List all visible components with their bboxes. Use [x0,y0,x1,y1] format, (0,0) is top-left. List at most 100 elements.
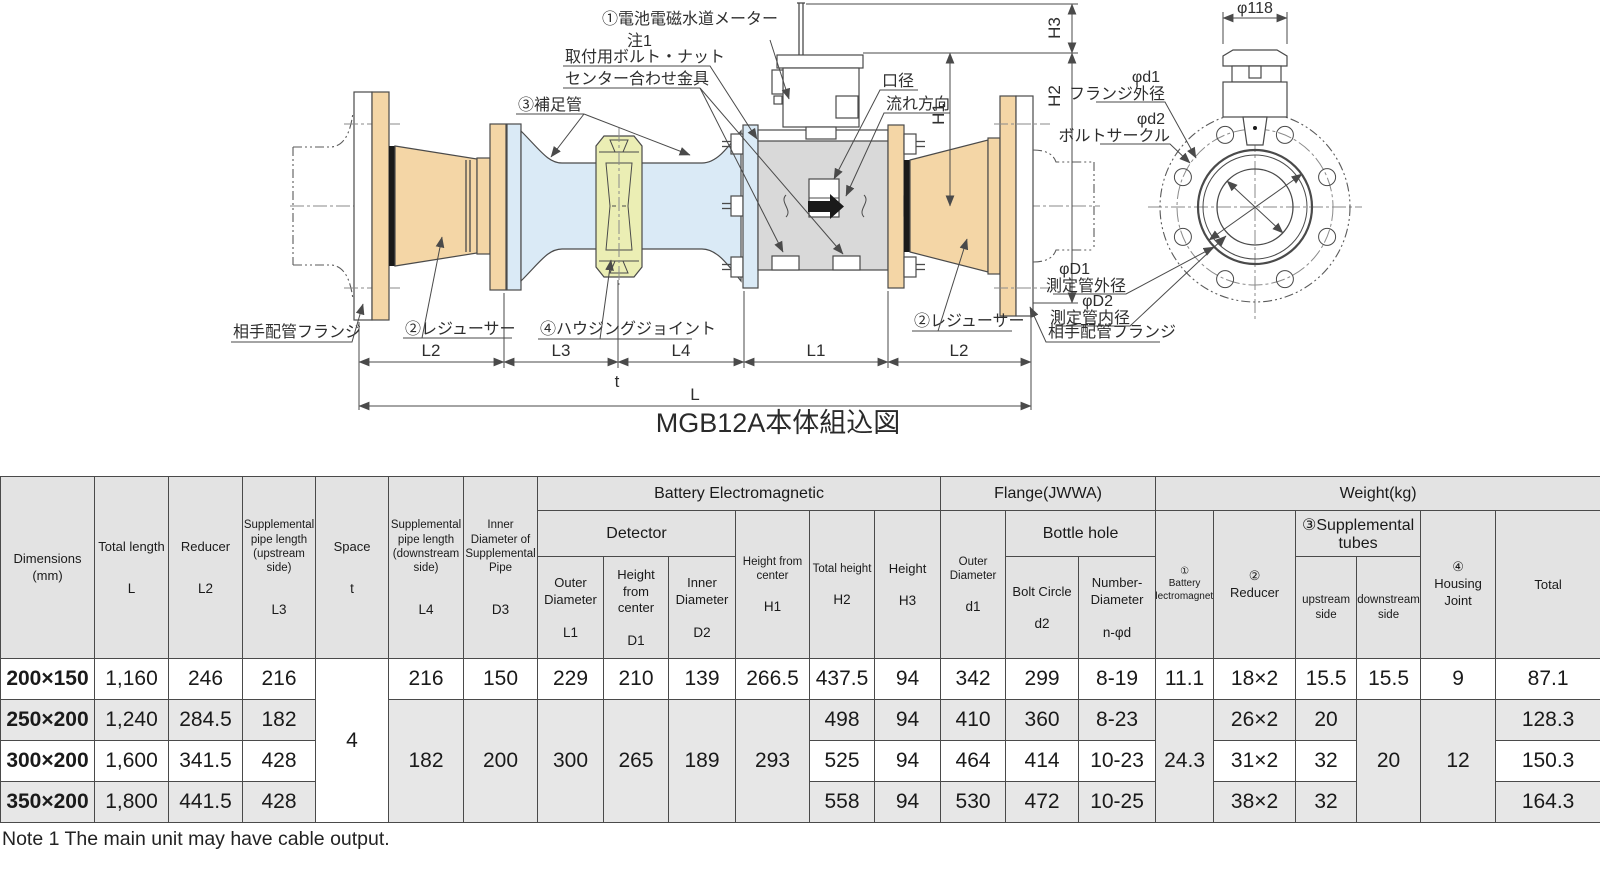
table-cell: 498 [809,699,875,741]
end-view: φ118 φd1 フランジ外径 φd2 ボルトサークル φD1 測定管外径 φD… [1046,0,1362,327]
drawing-title: MGB12A本体組込図 [656,408,901,438]
table-cell: 1,160 [94,658,169,700]
mating-pipe-right [994,95,1095,317]
col-header-suppl-down: Supplemental pipe length (downstream sid… [388,476,464,659]
table-cell: 216 [388,658,464,700]
table-cell: 341.5 [168,740,243,782]
label-phi-D2: φD2 [1082,293,1113,310]
table-cell: 414 [1005,740,1080,782]
table-row: 300×200 1,600 341.5 428 525 94 464 414 1… [0,740,1600,782]
group-header-bottle-hole: Bottle hole [1005,510,1157,557]
col-header-dimensions: Dimensions(mm) [0,476,95,659]
table-cell: 32 [1295,740,1358,782]
table-cell: 1,800 [94,781,169,823]
footnote: Note 1 The main unit may have cable outp… [2,828,390,850]
table-cell: 9 [1420,658,1497,700]
table-cell: 410 [940,699,1007,741]
callout-reducer-left: ②レジューサー [405,320,516,338]
table-row: 350×200 1,800 441.5 428 558 94 530 472 1… [0,781,1600,823]
col-header-suppl-up: Supplemental pipe length (upstream side)… [242,476,316,659]
table-cell: 11.1 [1155,658,1215,700]
callout-mating-flange-right: 相手配管フランジ [1048,323,1176,341]
group-header-suppl-tubes: ③Supplemental tubes [1295,510,1422,557]
table-cell: 441.5 [168,781,243,823]
dim-H1: H1 [929,103,948,125]
table-cell: 428 [242,740,316,782]
table-cell: 150 [463,658,538,700]
table-cell: 94 [873,781,942,823]
table-cell: 558 [809,781,875,823]
table-cell: 360 [1005,699,1080,741]
table-cell-merged-L1: 300 [537,699,604,823]
table-cell: 229 [537,658,604,700]
col-header-upstream: upstream side [1295,556,1358,659]
converter [771,2,864,140]
table-cell: 164.3 [1495,781,1600,823]
dim-H3: H3 [1045,17,1064,39]
dim-H2: H2 [1045,85,1064,107]
group-header-battery-em: Battery Electromagnetic [536,476,942,511]
height-dimensions: H3 H2 H1 [806,3,1078,304]
flow-arrow [808,194,844,219]
table-cell: 266.5 [735,658,810,700]
table-cell-merged-down: 20 [1356,699,1422,823]
table-cell-merged-D2: 189 [668,699,736,823]
reducer-left [371,91,507,321]
table-cell: 15.5 [1295,658,1358,700]
table-cell: 128.3 [1495,699,1600,741]
callout-reducer-right: ②レジューサー [914,312,1025,330]
table-cell: 94 [873,699,942,741]
table-cell: 10-25 [1078,781,1157,823]
center-fitting-left [771,255,800,271]
table-cell-merged-w1: 24.3 [1155,699,1215,823]
table-cell: 87.1 [1495,658,1600,700]
table-cell: 38×2 [1213,781,1297,823]
table-cell: 250×200 [0,699,95,741]
table-cell: 20 [1295,699,1358,741]
reducer-right [904,95,1017,317]
callout-meter-note: 注1 [627,32,652,50]
callout-mating-flange-left: 相手配管フランジ [233,323,361,341]
table-cell: 216 [242,658,316,700]
table-cell: 464 [940,740,1007,782]
callouts: ①電池電磁水道メーター 注1 取付用ボルト・ナット センター合わせ金具 ③補足管… [231,10,1176,343]
table-cell: 350×200 [0,781,95,823]
group-header-flange-jwwa: Flange(JWWA) [940,476,1157,511]
label-phi-d2-name: ボルトサークル [1058,127,1170,145]
table-cell: 246 [168,658,243,700]
dim-phi118: φ118 [1237,0,1273,17]
table-cell-merged-L4: 182 [388,699,464,823]
table-cell: 1,600 [94,740,169,782]
table-cell: 525 [809,740,875,782]
table-cell-merged-space: 4 [315,658,389,823]
callout-center-fitting: センター合わせ金具 [565,70,709,88]
callout-meter: ①電池電磁水道メーター [602,10,778,28]
table-cell: 26×2 [1213,699,1297,741]
table-cell: 342 [940,658,1007,700]
housing-joint [595,128,643,285]
group-header-detector: Detector [537,510,736,557]
label-phi-D1: φD1 [1059,261,1090,278]
label-phi-d2: φd2 [1137,111,1165,128]
length-dimensions: L2 L3 L4 L1 L2 t L [358,280,1032,411]
table-cell: 299 [1005,658,1080,700]
table-cell: 150.3 [1495,740,1600,782]
table-cell: 284.5 [168,699,243,741]
table-cell: 182 [242,699,316,741]
table-cell-merged-H1: 293 [735,699,810,823]
table-cell: 32 [1295,781,1358,823]
